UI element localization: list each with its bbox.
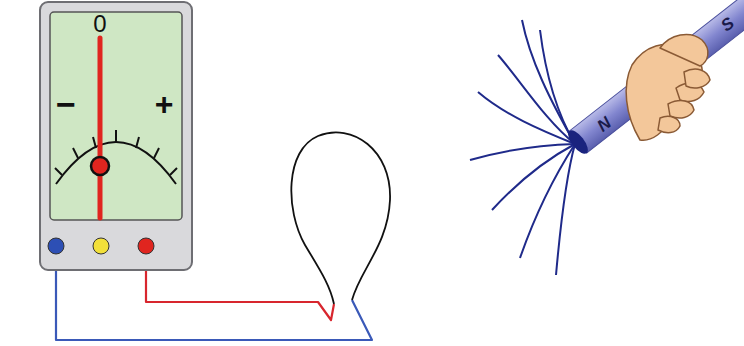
needle <box>98 38 103 218</box>
terminal-red <box>138 238 154 254</box>
plus-sign: + <box>155 88 174 120</box>
zero-mark: 0 <box>93 12 106 36</box>
meter-housing <box>40 2 192 270</box>
scale-ticks <box>55 130 177 175</box>
coil-loop <box>291 132 390 304</box>
hand <box>626 34 710 140</box>
bar-magnet <box>565 0 744 157</box>
minus-sign: − <box>56 87 76 121</box>
meter-face <box>50 12 182 220</box>
galvanometer <box>40 2 192 270</box>
terminal-yellow <box>93 238 109 254</box>
terminal-blue <box>48 238 64 254</box>
scale-arc <box>56 142 176 184</box>
needle-pivot <box>91 157 109 175</box>
field-lines <box>470 20 575 275</box>
